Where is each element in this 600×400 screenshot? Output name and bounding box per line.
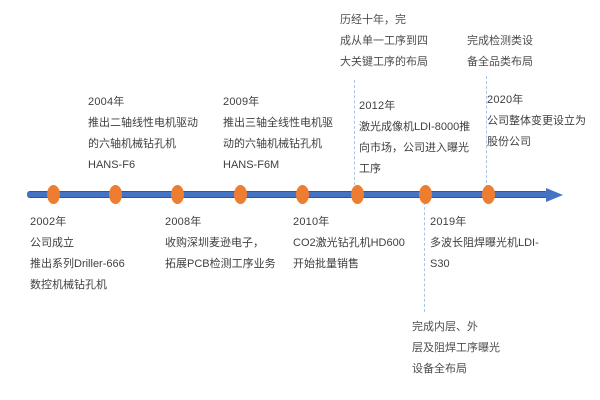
event-line: HANS-F6M xyxy=(223,159,280,171)
event-line: HANS-F6 xyxy=(88,159,136,171)
connector-note-2019 xyxy=(424,202,425,312)
event-2002: 2002年 公司成立 推出系列Driller-666 数控机械钻孔机 xyxy=(30,212,125,296)
event-2004: 2004年 推出二轴线性电机驱动 的六轴机械钻孔机 HANS-F6 xyxy=(88,92,198,176)
note-line: 完成检测类设 xyxy=(467,35,533,47)
event-2019: 2019年 多波长阻焊曝光机LDI- S30 xyxy=(430,212,539,275)
note-line: 完成内层、外 xyxy=(412,321,478,333)
note-line: 历经十年，完 xyxy=(340,14,406,26)
event-line: 的六轴机械钻孔机 xyxy=(88,138,176,150)
timeline-dot-2002 xyxy=(47,185,60,204)
note-2020-milestone: 完成检测类设 备全品类布局 xyxy=(467,31,533,73)
connector-note-2020 xyxy=(486,76,487,188)
event-line: 推出系列Driller-666 xyxy=(30,258,125,270)
event-year: 2008年 xyxy=(165,216,202,228)
timeline-dot-2020 xyxy=(482,185,495,204)
timeline-dot-2019 xyxy=(419,185,432,204)
event-line: 工序 xyxy=(359,163,381,175)
timeline-axis xyxy=(27,191,548,198)
event-line: 拓展PCB检测工序业务 xyxy=(165,258,276,270)
event-line: 推出二轴线性电机驱动 xyxy=(88,117,198,129)
event-line: 股份公司 xyxy=(487,136,531,148)
event-line: 公司成立 xyxy=(30,237,74,249)
note-line: 层及阻焊工序曝光 xyxy=(412,342,500,354)
event-year: 2010年 xyxy=(293,216,330,228)
event-year: 2020年 xyxy=(487,94,524,106)
event-line: 数控机械钻孔机 xyxy=(30,279,107,291)
event-line: 推出三轴全线性电机驱 xyxy=(223,117,333,129)
event-line: 向市场，公司进入曝光 xyxy=(359,142,469,154)
event-line: 动的六轴机械钻孔机 xyxy=(223,138,322,150)
event-line: 激光成像机LDI-8000推 xyxy=(359,121,471,133)
note-line: 成从单一工序到四 xyxy=(340,35,428,47)
note-line: 设备全布局 xyxy=(412,363,467,375)
event-2009: 2009年 推出三轴全线性电机驱 动的六轴机械钻孔机 HANS-F6M xyxy=(223,92,333,176)
event-line: S30 xyxy=(430,258,450,270)
note-line: 备全品类布局 xyxy=(467,56,533,68)
note-line: 大关键工序的布局 xyxy=(340,56,428,68)
event-year: 2012年 xyxy=(359,100,396,112)
event-2012: 2012年 激光成像机LDI-8000推 向市场，公司进入曝光 工序 xyxy=(359,96,470,180)
event-year: 2002年 xyxy=(30,216,67,228)
timeline-dot-2009 xyxy=(234,185,247,204)
timeline-dot-2008 xyxy=(171,185,184,204)
event-line: CO2激光钻孔机HD600 xyxy=(293,237,405,249)
timeline-arrowhead-icon xyxy=(546,188,563,202)
note-2019-milestone: 完成内层、外 层及阻焊工序曝光 设备全布局 xyxy=(412,317,500,380)
event-2008: 2008年 收购深圳麦逊电子， 拓展PCB检测工序业务 xyxy=(165,212,276,275)
connector-note-2012 xyxy=(354,80,355,190)
timeline-dot-2010 xyxy=(296,185,309,204)
event-year: 2004年 xyxy=(88,96,125,108)
event-line: 开始批量销售 xyxy=(293,258,359,270)
event-year: 2009年 xyxy=(223,96,260,108)
event-line: 公司整体变更设立为 xyxy=(487,115,586,127)
event-2020: 2020年 公司整体变更设立为 股份公司 xyxy=(487,90,586,153)
event-2010: 2010年 CO2激光钻孔机HD600 开始批量销售 xyxy=(293,212,405,275)
note-2012-milestone: 历经十年，完 成从单一工序到四 大关键工序的布局 xyxy=(340,10,428,73)
event-year: 2019年 xyxy=(430,216,467,228)
event-line: 多波长阻焊曝光机LDI- xyxy=(430,237,539,249)
event-line: 收购深圳麦逊电子， xyxy=(165,237,264,249)
timeline-dot-2012 xyxy=(351,185,364,204)
timeline-dot-2004 xyxy=(109,185,122,204)
